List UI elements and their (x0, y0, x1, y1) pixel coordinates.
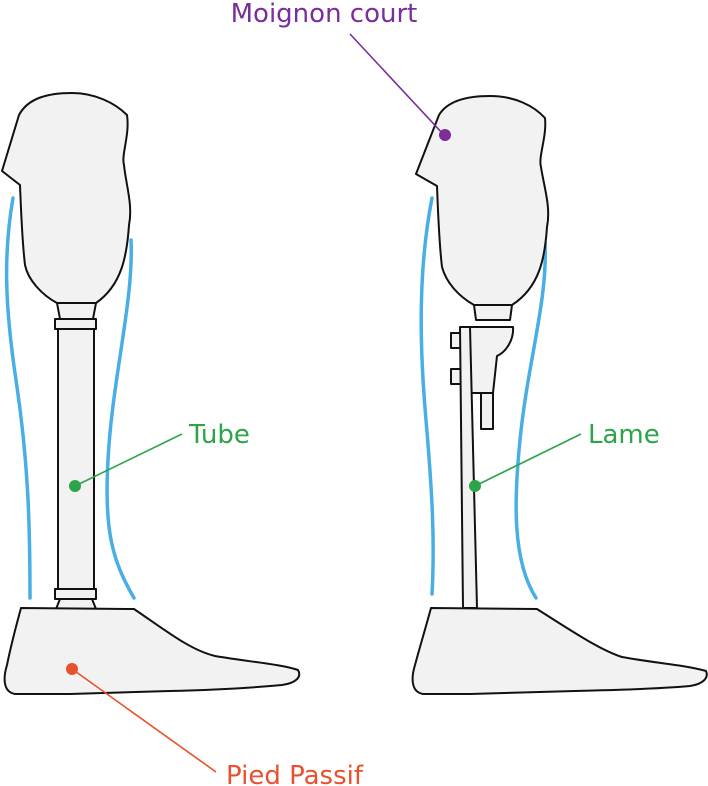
blade-label: Lame (588, 420, 660, 450)
adapter-left (56, 302, 97, 320)
foot-leader-line (71, 668, 217, 773)
tube-marker (69, 480, 81, 492)
socket-right (415, 95, 550, 306)
foot-marker (66, 663, 78, 675)
callout-blade: Lame (469, 420, 660, 492)
callout-foot: Pied Passif (66, 663, 364, 786)
clamp-bottom-left (54, 588, 97, 600)
callout-tube: Tube (69, 420, 250, 492)
tube-label: Tube (188, 420, 250, 450)
leg-outline-left-back (4, 196, 32, 600)
callout-stump: Moignon court (231, 0, 451, 141)
leg-outline-right-front (514, 240, 548, 600)
blade-leader-line (474, 433, 582, 487)
passive-foot (3, 607, 301, 695)
blade-mount-tab (480, 392, 494, 430)
prosthesis-tube (1, 92, 301, 695)
stump-label: Moignon court (231, 0, 418, 29)
socket-left (1, 92, 132, 304)
tube-leader-line (74, 433, 183, 487)
leg-outline-right-back (419, 196, 435, 596)
leg-outline-left-front (105, 238, 136, 600)
stump-marker (439, 129, 451, 141)
stump-leader-line (349, 33, 445, 136)
prosthesis-blade (411, 95, 708, 695)
foot-label: Pied Passif (226, 761, 364, 786)
clamp-top-left (54, 318, 97, 330)
blade-marker (469, 480, 481, 492)
passive-foot-right (411, 607, 708, 695)
adapter-right (473, 304, 513, 321)
tube (57, 328, 95, 590)
